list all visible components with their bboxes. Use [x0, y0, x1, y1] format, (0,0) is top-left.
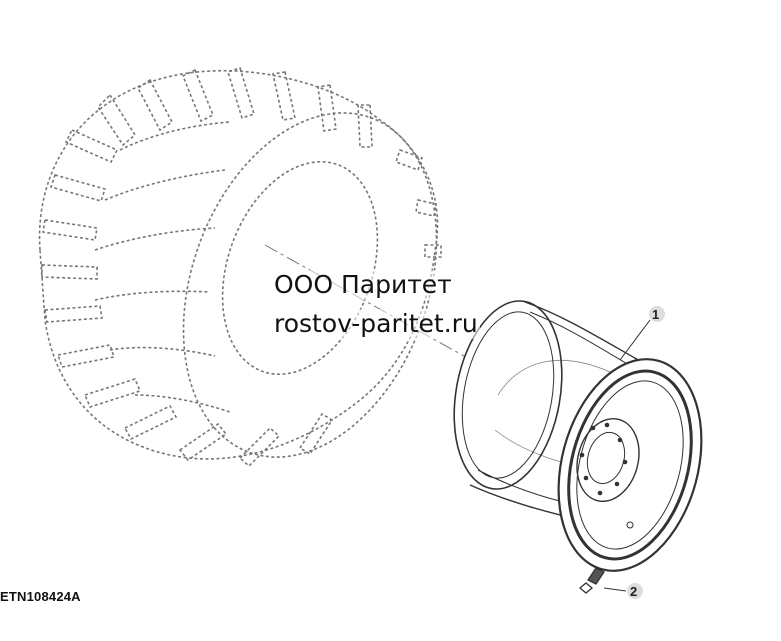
callout-2-label: 2 [630, 584, 637, 599]
watermark-company-name: ООО Паритет [272, 270, 454, 300]
callout-2: 2 [603, 583, 643, 599]
watermark-website: rostov-paritet.ru [272, 309, 480, 339]
callout-1: 1 [619, 306, 665, 361]
valve-stem [578, 567, 605, 594]
figure-code: ETN108424A [0, 589, 81, 604]
callout-1-label: 1 [652, 307, 659, 322]
wheel-axis-line [264, 244, 481, 366]
rim [453, 300, 703, 572]
